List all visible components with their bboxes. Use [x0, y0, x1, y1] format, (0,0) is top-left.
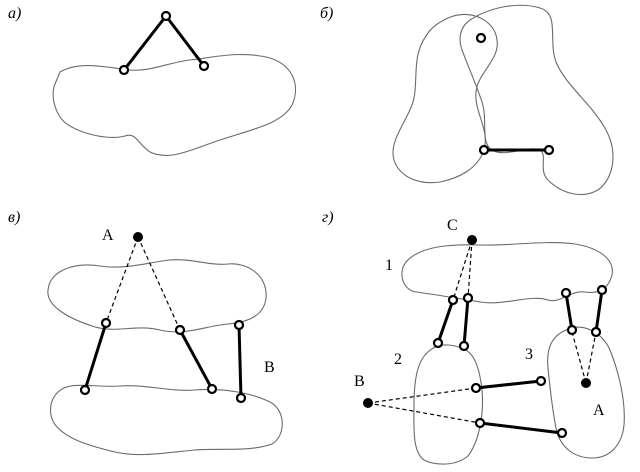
panel-g-point-12 [556, 427, 568, 439]
panel-g-dash-C-2 [467, 239, 473, 299]
panel-g-segment-1 [436, 298, 455, 345]
panel-g-point-3 [432, 337, 444, 349]
panel-g-point-8 [590, 326, 602, 338]
panel-g-segment-6 [478, 421, 564, 435]
panel-g-segment-3 [564, 291, 574, 332]
panel-g-dash-A-1 [571, 331, 587, 384]
panel-v-point-A [133, 232, 143, 242]
panel-v-point-1 [100, 317, 112, 329]
panel-g-region-3 [547, 326, 625, 459]
panel-g-dash-B-2 [367, 402, 481, 424]
panel-g-label: г) [322, 209, 334, 226]
panel-g-segment-5 [474, 379, 543, 390]
panel-g-point-2 [462, 292, 474, 304]
panel-g-point-1 [447, 294, 459, 306]
panel-g-dash-B-1 [367, 387, 477, 404]
panel-g-segment-2 [462, 296, 470, 348]
panel-a-point-top [160, 10, 172, 22]
panel-v-segment-left [83, 321, 108, 392]
panel-g-point-4 [458, 340, 470, 352]
panel-a-point-left [118, 64, 130, 76]
panel-v: в) A B [8, 209, 283, 456]
panel-g-label-B: B [354, 373, 365, 390]
panel-b-point-left [478, 144, 490, 156]
panel-v-region-top [47, 259, 267, 333]
panel-v-point-3 [233, 319, 245, 331]
panel-g-point-A [581, 378, 591, 388]
panel-g-point-7 [566, 324, 578, 336]
panel-g-dash-C-1 [452, 239, 473, 301]
panel-a-label: а) [8, 5, 21, 22]
panel-g-point-C [467, 235, 477, 245]
panel-v-label-B: B [264, 359, 275, 376]
panel-v-point-2 [174, 324, 186, 336]
panel-a: а) [8, 5, 296, 156]
panel-g-dash-A-2 [585, 331, 597, 384]
panel-v-point-5 [206, 383, 218, 395]
panel-v-point-6 [235, 392, 247, 404]
panel-v-dash-right [137, 236, 181, 331]
panel-v-label-A: A [102, 227, 114, 244]
panel-v-region-bottom [49, 384, 283, 456]
panel-g-region-1 [401, 242, 613, 304]
panel-g-region-label-2: 2 [394, 351, 402, 368]
panel-a-region [52, 53, 296, 156]
panel-b-label: б) [320, 5, 333, 22]
panel-g-point-9 [470, 382, 482, 394]
panel-v-point-4 [79, 384, 91, 396]
panel-g-point-6 [596, 284, 608, 296]
panel-v-segment-middle [178, 328, 214, 391]
panel-b-region-right [459, 4, 614, 195]
panel-g-region-2 [413, 344, 483, 465]
panel-v-dash-left [105, 236, 139, 324]
panel-g-segment-4 [594, 288, 604, 334]
panel-a-segment-right [164, 14, 206, 68]
panel-g-label-C: C [447, 217, 458, 234]
panel-v-label: в) [8, 209, 20, 226]
panel-g-label-A: A [593, 402, 605, 419]
panel-b-point-inner [475, 32, 487, 44]
panel-g-point-B [363, 398, 373, 408]
panel-g-region-label-3: 3 [525, 346, 533, 363]
panel-a-segment-left [122, 14, 168, 72]
panel-g: г) C B A 1 2 3 [322, 209, 625, 465]
panel-b-region-left [392, 13, 498, 184]
panel-g-point-10 [535, 375, 547, 387]
panel-b-point-right [543, 144, 555, 156]
panel-g-point-11 [474, 417, 486, 429]
panel-g-region-label-1: 1 [385, 257, 393, 274]
panel-g-point-5 [560, 287, 572, 299]
panel-v-segment-right [237, 323, 243, 400]
panel-b: б) [320, 4, 614, 195]
panel-a-point-right [198, 60, 210, 72]
